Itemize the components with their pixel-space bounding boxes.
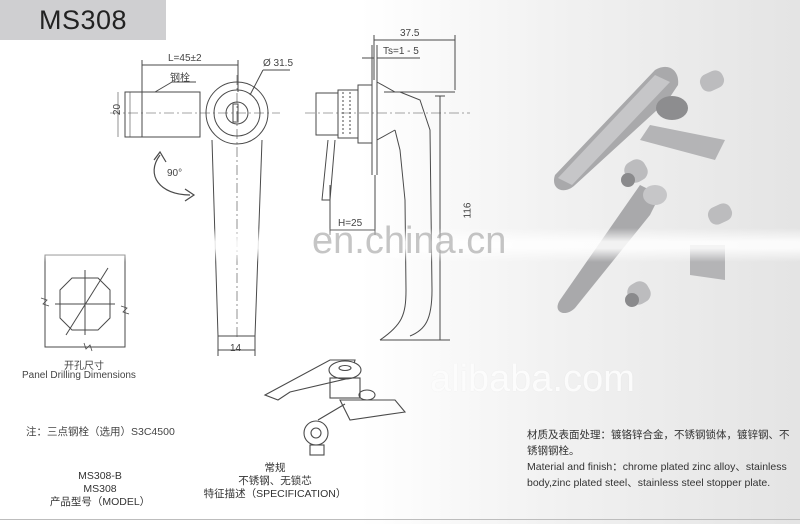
- front-view: [110, 60, 290, 356]
- dim-height-20: 20: [112, 103, 124, 116]
- specification-block: 常规 不锈钢、无锁芯 特征描述（SPECIFICATION）: [190, 462, 360, 501]
- bottom-divider: [0, 519, 800, 520]
- dim-length: L=45±2: [168, 53, 202, 64]
- dim-height-25: H=25: [338, 218, 363, 229]
- dim-width-14: 14: [230, 343, 242, 354]
- dim-diameter: Ø 31.5: [263, 58, 294, 69]
- watermark-alibaba: alibaba.com: [430, 358, 635, 400]
- panel-drilling-view: [40, 254, 130, 352]
- material-cn: 材质及表面处理：镀铬锌合金，不锈钢锁体，镀锌钢、不锈钢钢栓。: [527, 429, 790, 457]
- optional-pin-note: 注：三点钢栓（选用）S3C4500: [26, 426, 175, 438]
- model-block: MS308-B MS308 产品型号（MODEL）: [40, 470, 160, 509]
- model-value: MS308: [83, 483, 117, 495]
- model-title: MS308: [38, 4, 128, 35]
- specification-header: 特征描述（SPECIFICATION）: [203, 488, 347, 500]
- model-title-box: MS308: [0, 0, 166, 40]
- watermark-china: en.china.cn: [312, 220, 507, 262]
- watermark-band: [0, 228, 800, 262]
- dim-overall-depth: 37.5: [400, 28, 420, 39]
- panel-drilling-label-en: Panel Drilling Dimensions: [22, 370, 136, 381]
- model-value: MS308-B: [78, 470, 122, 482]
- specification-value: 不锈钢、无锁芯: [238, 475, 312, 487]
- dim-pin-label: 钢栓: [170, 73, 190, 84]
- dim-thickness: Ts=1 - 5: [383, 46, 419, 57]
- dim-total-length: 116: [462, 202, 474, 219]
- material-block: 材质及表面处理：镀铬锌合金，不锈钢锁体，镀锌钢、不锈钢钢栓。 Material …: [527, 427, 799, 491]
- panel-drilling-label-cn: 开孔尺寸: [64, 361, 104, 372]
- dim-rotation: 90°: [167, 168, 183, 179]
- isometric-line-drawing: [263, 359, 407, 456]
- specification-value: 常规: [264, 462, 286, 474]
- 3d-render: [554, 66, 733, 314]
- model-header: 产品型号（MODEL）: [49, 496, 151, 508]
- material-en: Material and finish：chrome plated zinc a…: [527, 461, 787, 489]
- side-view: [305, 35, 470, 341]
